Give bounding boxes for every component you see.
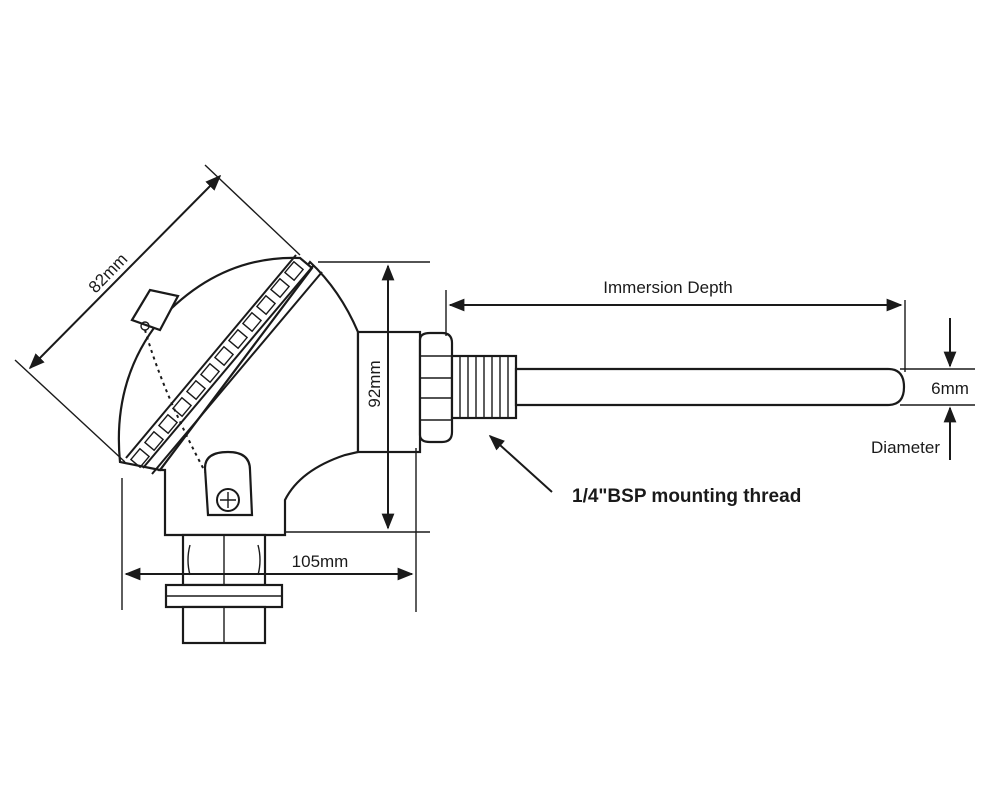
diameter-label: Diameter [871,438,940,457]
immersion-depth-label: Immersion Depth [603,278,732,297]
dim-immersion-depth: Immersion Depth [445,278,906,372]
dim-105mm: 105mm [121,448,417,612]
connection-head [117,254,422,645]
dim-92mm-label: 92mm [365,360,384,407]
diameter-value-label: 6mm [931,379,969,398]
lid-rim [125,254,323,475]
lid-screw [203,450,254,517]
dim-diameter: 6mm Diameter [871,318,975,460]
lid-chain [144,329,216,491]
thread-callout-label: 1/4"BSP mounting thread [572,486,801,507]
hex-nut [418,331,454,444]
mounting-fitting [418,331,906,444]
cable-gland [164,533,284,645]
thread-callout: 1/4"BSP mounting thread [488,434,801,507]
dim-105mm-label: 105mm [292,552,349,571]
dim-92mm: 92mm [285,261,430,533]
probe-sheath [514,367,906,407]
